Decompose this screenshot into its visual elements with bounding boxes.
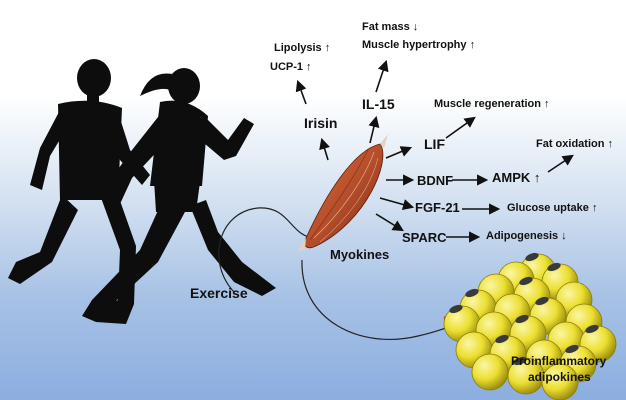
adipocyte-nucleus [535, 296, 549, 306]
adipocyte-nucleus [565, 344, 579, 354]
adipocyte-nucleus [449, 304, 463, 314]
effect-muscle-regeneration: Muscle regeneration ↑ [434, 98, 550, 110]
arrow-to-lif [385, 146, 413, 159]
myokine-il15: IL-15 [362, 96, 395, 112]
effect-lipolysis: Lipolysis ↑ [274, 42, 331, 54]
male-runner-silhouette [8, 59, 150, 324]
myokine-irisin: Irisin [304, 115, 338, 131]
arrow-to-irisin [319, 137, 330, 161]
myokine-sparc: SPARC [402, 230, 447, 245]
inhibition-curve [301, 259, 447, 340]
myokine-lif: LIF [424, 136, 445, 152]
effect-muscle-hypertrophy: Muscle hypertrophy ↑ [362, 39, 476, 51]
arrow-ampk-to-fat-oxidation [547, 154, 574, 173]
adipocyte-cell [471, 353, 509, 391]
myokine-bdnf: BDNF [417, 173, 454, 188]
effect-adipogenesis: Adipogenesis ↓ [486, 230, 567, 242]
arrow-to-il15 [368, 115, 380, 144]
ampk-label: AMPK ↑ [492, 170, 541, 185]
exercise-label: Exercise [190, 285, 248, 301]
adipocyte-nucleus [515, 314, 529, 324]
adipokines-label-line1: Proinflammatory [511, 354, 607, 368]
effect-fat-oxidation: Fat oxidation ↑ [536, 138, 613, 150]
effect-ucp1: UCP-1 ↑ [270, 61, 312, 73]
arrow-to-fgf21 [379, 197, 415, 210]
pathway-arrows [295, 59, 574, 243]
arrow-lif-to-regeneration [445, 116, 476, 139]
myokine-fgf21: FGF-21 [415, 200, 460, 215]
adipocyte-cell [541, 363, 579, 400]
adipocyte-nucleus [513, 356, 527, 366]
exercise-curve [218, 207, 315, 293]
effect-fat-mass: Fat mass ↓ [362, 21, 419, 33]
adipocyte-nucleus [547, 262, 561, 272]
muscle-icon [298, 134, 388, 252]
adipokines-label-line2: adipokines [528, 370, 591, 384]
adipocyte-nucleus [585, 324, 599, 334]
adipocyte-nucleus [519, 276, 533, 286]
arrow-irisin-to-ucp1 [295, 79, 307, 105]
effect-glucose-uptake: Glucose uptake ↑ [507, 202, 598, 214]
arrow-il15-to-hypertrophy [375, 59, 389, 93]
female-runner-silhouette [82, 68, 276, 322]
adipocyte-nucleus [495, 334, 509, 344]
arrow-to-sparc [375, 213, 404, 232]
adipocyte-cluster-icon [443, 252, 617, 400]
adipocyte-nucleus [465, 288, 479, 298]
myokines-label: Myokines [330, 247, 390, 262]
adipocyte-nucleus [525, 252, 539, 262]
